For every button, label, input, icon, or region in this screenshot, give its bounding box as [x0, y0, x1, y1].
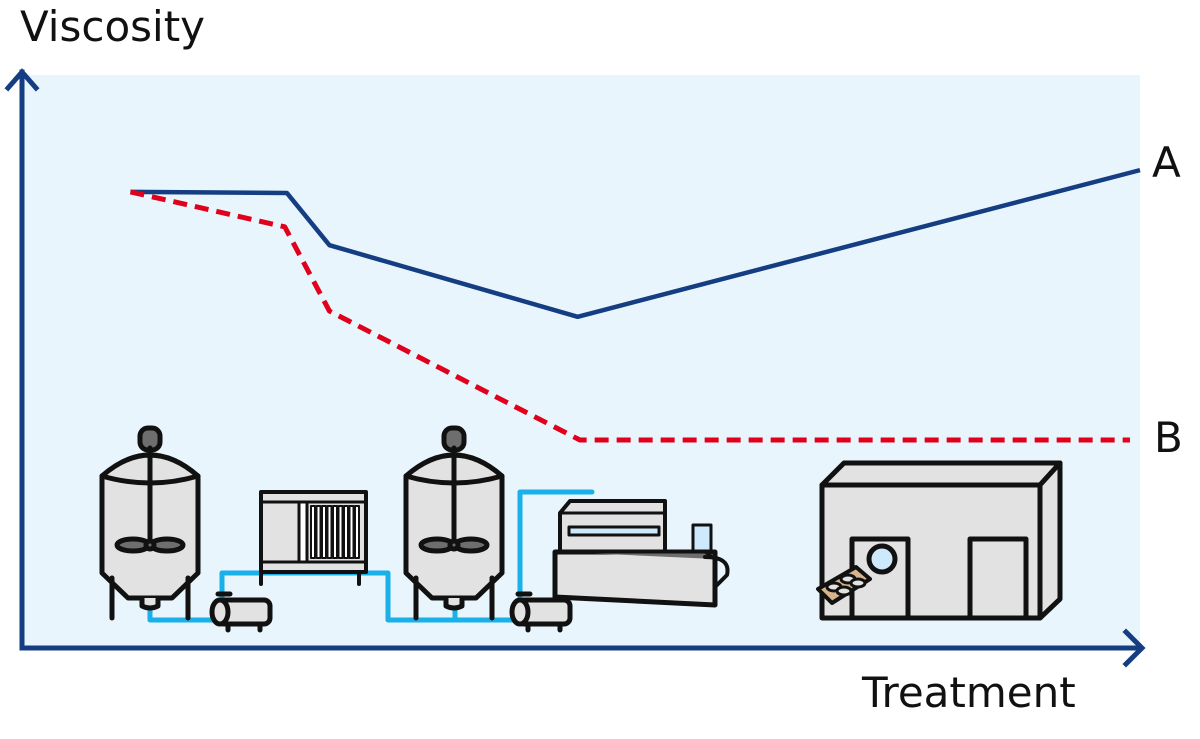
mixing-tank-icon	[403, 425, 505, 621]
y-axis-label: Viscosity	[20, 2, 206, 51]
filter-plate	[326, 505, 333, 559]
conveyor-dryer-icon	[552, 499, 730, 608]
series-label-a: A	[1152, 138, 1181, 187]
filter-plate	[354, 505, 360, 559]
factory-building-icon	[816, 460, 1063, 621]
x-axis-arrow-icon	[1122, 628, 1146, 668]
x-axis-label: Treatment	[862, 668, 1076, 717]
series-layer	[129, 167, 1141, 443]
filter-plate	[321, 505, 327, 559]
filter-press-icon	[259, 490, 368, 586]
filter-plate	[348, 505, 355, 559]
filter-plate	[310, 505, 316, 559]
y-axis-arrow-icon	[4, 68, 40, 92]
pump-icon	[509, 591, 573, 633]
series-line-a	[130, 167, 1141, 320]
filter-plate	[343, 505, 349, 559]
series-label-b: B	[1154, 413, 1183, 462]
pump-icon	[209, 591, 273, 633]
filter-plate	[332, 505, 338, 559]
filter-plate	[337, 505, 344, 559]
series-line-b	[129, 189, 1130, 443]
filter-plate	[315, 505, 322, 559]
axes	[4, 68, 1146, 668]
mixing-tank-icon	[99, 425, 201, 621]
